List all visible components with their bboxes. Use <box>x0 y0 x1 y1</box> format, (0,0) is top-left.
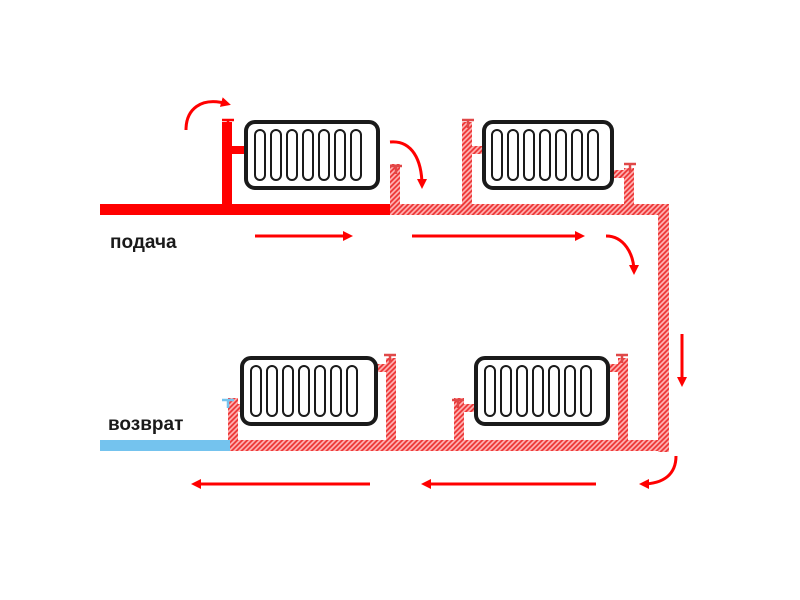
flow-arrow-icon <box>184 97 231 131</box>
flow-arrow-icon <box>639 455 678 489</box>
cooled-riser-5 <box>386 358 396 446</box>
cooled-return-4 <box>454 398 464 446</box>
radiator-icon <box>482 120 614 190</box>
valve-icon <box>616 353 628 363</box>
cooled-outlet-1 <box>390 164 400 212</box>
cooled-main-top <box>390 204 668 215</box>
flow-arrows <box>184 97 687 489</box>
radiator-4 <box>240 356 378 426</box>
valve-icon <box>384 353 396 363</box>
cooled-return-4-link <box>454 404 478 412</box>
radiator-3 <box>474 356 610 426</box>
supply-branch-1 <box>222 146 246 154</box>
cooled-main-bottom <box>228 440 669 451</box>
cooled-vertical-main <box>658 204 669 452</box>
supply-pipe <box>100 204 398 215</box>
radiator-1 <box>244 120 380 190</box>
valve-icon <box>222 118 234 128</box>
cooled-riser-5-link <box>374 364 390 372</box>
valves <box>222 118 636 408</box>
flow-arrow-icon <box>605 234 639 275</box>
cooled-riser-3-link <box>606 364 624 372</box>
cooled-return-6 <box>228 398 238 446</box>
supply-riser-1 <box>222 122 232 212</box>
cooled-outlet-2 <box>624 168 634 212</box>
valve-icon <box>390 164 402 174</box>
return-label: возврат <box>108 414 183 435</box>
cooled-return-6-link <box>228 404 244 412</box>
radiator-2 <box>482 120 614 190</box>
valve-icon <box>452 398 464 408</box>
supply-label: подача <box>110 232 177 253</box>
cooled-outlet-2-link <box>608 170 630 178</box>
pipes <box>100 122 669 452</box>
return-pipe <box>100 440 230 451</box>
flow-arrow-icon <box>389 140 427 189</box>
cooled-riser-3 <box>618 358 628 446</box>
cooled-branch-2 <box>462 146 486 154</box>
valve-icon <box>222 398 234 408</box>
cooled-riser-2 <box>462 122 472 212</box>
valve-icon <box>462 118 474 128</box>
valve-icon <box>624 162 636 172</box>
